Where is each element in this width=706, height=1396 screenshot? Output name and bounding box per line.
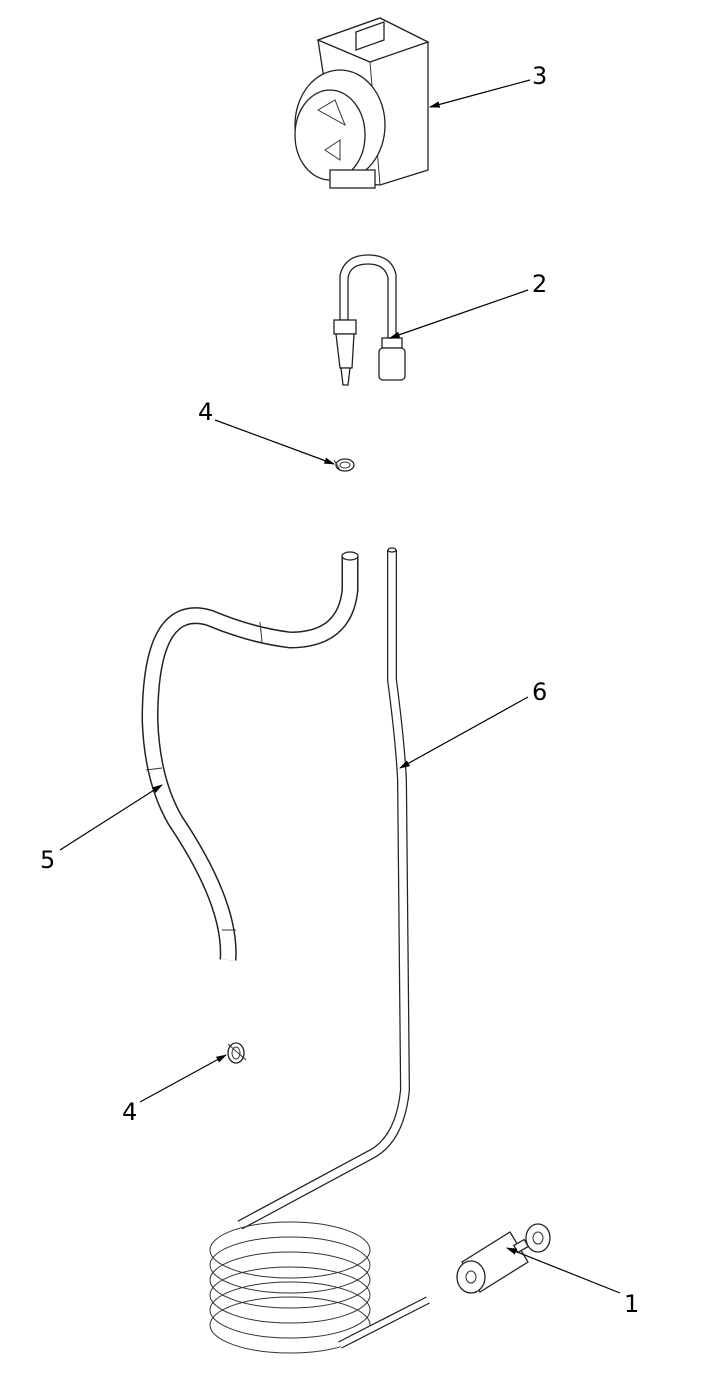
callout-5: 5: [40, 784, 163, 874]
curved-tube-part: [141, 551, 359, 961]
pump-tube-part: [333, 254, 406, 386]
clamp-top-part: [333, 458, 355, 472]
tube-coil: [209, 1221, 430, 1354]
callout-1: 1: [505, 1247, 639, 1318]
callout-4-bottom: 4: [122, 1054, 227, 1126]
svg-text:2: 2: [532, 270, 547, 298]
weight-filter-part: [456, 1223, 551, 1294]
svg-text:5: 5: [40, 846, 55, 874]
svg-text:4: 4: [198, 398, 213, 426]
long-tube-part: [209, 547, 430, 1354]
svg-text:4: 4: [122, 1098, 137, 1126]
svg-text:3: 3: [532, 62, 547, 90]
svg-text:6: 6: [532, 678, 547, 706]
pump-part: [294, 17, 430, 189]
clamp-bottom-part: [227, 1042, 247, 1064]
callout-3: 3: [428, 62, 547, 108]
callout-6: 6: [399, 678, 547, 769]
svg-text:1: 1: [624, 1290, 639, 1318]
callout-2: 2: [388, 270, 547, 339]
callout-4-top: 4: [198, 398, 336, 465]
